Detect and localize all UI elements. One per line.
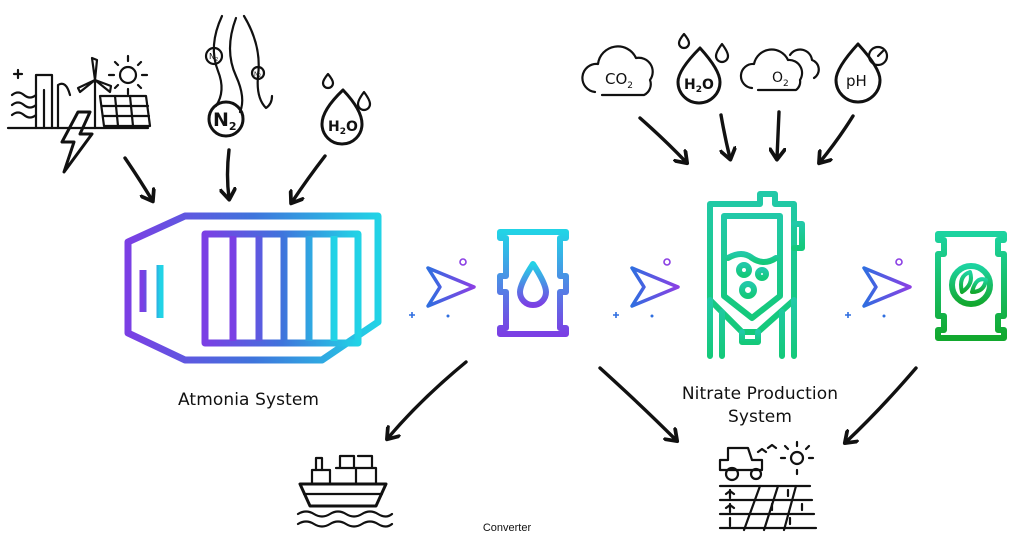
barrel-to-farm-arrow xyxy=(598,366,676,440)
farm-field-icon xyxy=(718,440,818,532)
water-drop-right-icon: H2O xyxy=(676,32,730,105)
fertilizer-to-farm-arrow xyxy=(846,366,918,442)
nitrate-system-label-line1: Nitrate Production xyxy=(681,384,839,404)
o2-to-reactor-arrow xyxy=(777,110,779,158)
co2-cloud-icon: CO2 xyxy=(581,45,654,97)
flow-arrow-3 xyxy=(836,258,912,318)
ph-label: pH xyxy=(846,72,867,90)
ph-to-reactor-arrow xyxy=(820,114,855,162)
n2-to-atmonia-arrow xyxy=(228,148,230,198)
n2-small-label: N2 xyxy=(209,52,218,63)
atmonia-to-shipping-arrow xyxy=(388,360,468,438)
h2o-to-reactor-arrow xyxy=(721,113,730,158)
nitrate-system-label-line2: System xyxy=(728,407,792,427)
renewable-energy-icon xyxy=(6,54,152,174)
n2-label: N2 xyxy=(213,109,237,133)
atmonia-container-icon xyxy=(124,212,382,364)
ph-drop-icon: pH xyxy=(834,42,889,104)
h2o-to-atmonia-arrow xyxy=(292,154,327,202)
water-drop-icon: H2O xyxy=(320,72,372,146)
converter-label: Converter xyxy=(482,522,532,534)
atmonia-system-label: Atmonia System xyxy=(178,390,320,410)
energy-to-atmonia-arrow xyxy=(123,156,152,200)
nitrogen-air-icon: N2 N2 N2 xyxy=(204,14,274,138)
o2-label: O2 xyxy=(772,70,789,89)
co2-label: CO2 xyxy=(605,70,633,91)
ammonia-barrel-icon xyxy=(497,229,569,337)
co2-to-reactor-arrow xyxy=(638,116,686,162)
flow-arrow-1 xyxy=(400,258,476,318)
flow-arrow-2 xyxy=(605,258,680,318)
h2o-label-left: H2O xyxy=(328,119,358,137)
h2o-label-right: H2O xyxy=(684,77,714,95)
fertilizer-barrel-icon xyxy=(935,231,1007,341)
cargo-ship-icon xyxy=(296,454,394,528)
nitrate-reactor-icon xyxy=(707,191,805,359)
o2-cloud-icon: O2 xyxy=(739,48,820,92)
svg-text:N2: N2 xyxy=(254,71,262,78)
